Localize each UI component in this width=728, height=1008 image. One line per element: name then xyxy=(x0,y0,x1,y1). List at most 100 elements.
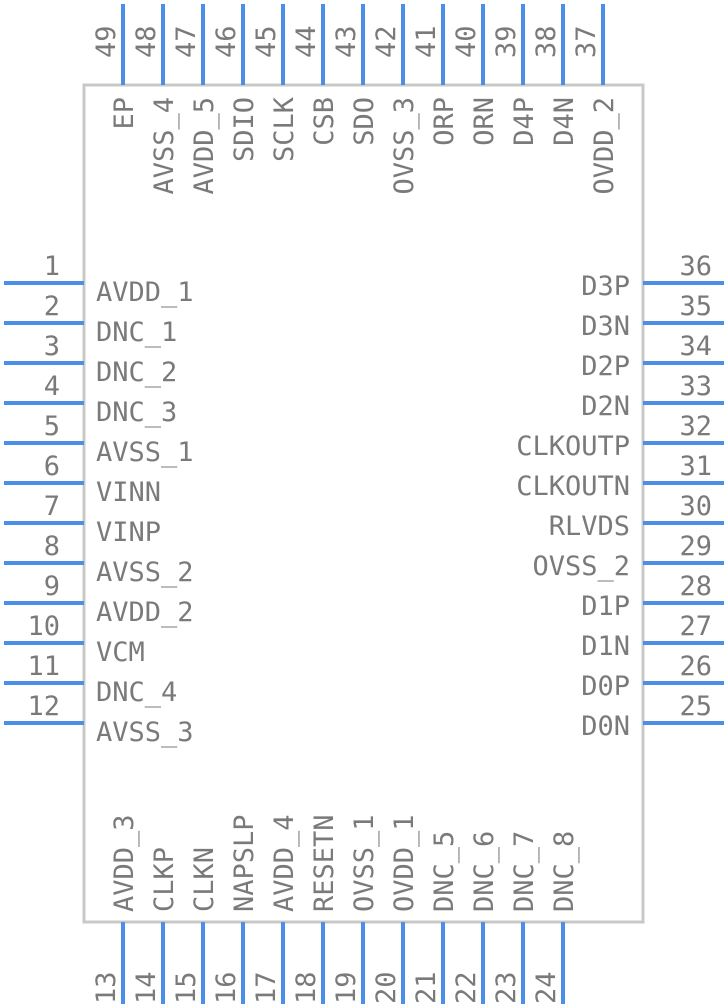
pin-number: 7 xyxy=(44,491,60,522)
pin-number: 28 xyxy=(679,571,712,602)
pin-name: D0N xyxy=(581,711,630,742)
pin-number: 35 xyxy=(679,291,712,322)
pin-name: OVSS_2 xyxy=(532,551,630,582)
pin-number: 42 xyxy=(371,25,402,58)
pin-name: DNC_2 xyxy=(96,357,177,388)
pin-name: D3P xyxy=(581,271,630,302)
pin-name: ORN xyxy=(469,97,500,146)
pin-number: 14 xyxy=(131,971,162,1004)
pin-number: 38 xyxy=(531,25,562,58)
pin-name: DNC_5 xyxy=(429,831,460,912)
pin-number: 23 xyxy=(491,971,522,1004)
pin-name: AVDD_2 xyxy=(96,597,194,628)
pin-number: 47 xyxy=(171,25,202,58)
pin-name: D4P xyxy=(509,97,540,146)
pin-name: SCLK xyxy=(269,96,300,162)
pin-number: 48 xyxy=(131,25,162,58)
pin-number: 33 xyxy=(679,371,712,402)
pin-name: DNC_7 xyxy=(509,831,540,912)
pin-name: CLKOUTP xyxy=(516,431,630,462)
pin-number: 30 xyxy=(679,491,712,522)
pin-number: 41 xyxy=(411,25,442,58)
ic-body xyxy=(82,83,645,924)
pin-name: EP xyxy=(109,97,140,130)
pin-number: 29 xyxy=(679,531,712,562)
pin-number: 31 xyxy=(679,451,712,482)
pin-number: 12 xyxy=(27,691,60,722)
pin-number: 1 xyxy=(44,251,60,282)
pin-name: AVDD_1 xyxy=(96,277,194,308)
pin-number: 37 xyxy=(571,25,602,58)
pin-number: 6 xyxy=(44,451,60,482)
pin-number: 18 xyxy=(291,971,322,1004)
pin-number: 40 xyxy=(451,25,482,58)
pin-name: AVDD_3 xyxy=(109,814,140,912)
pin-name: NAPSLP xyxy=(229,814,260,912)
pin-name: D1N xyxy=(581,631,630,662)
pin-name: OVDD_1 xyxy=(389,814,420,912)
pin-name: OVSS_3 xyxy=(389,97,420,195)
pin-number: 45 xyxy=(251,25,282,58)
pin-name: D2N xyxy=(581,391,630,422)
pin-number: 19 xyxy=(331,971,362,1004)
pin-number: 26 xyxy=(679,651,712,682)
pin-name: D1P xyxy=(581,591,630,622)
pin-number: 25 xyxy=(679,691,712,722)
pin-number: 4 xyxy=(44,371,60,402)
pin-name: AVSS_3 xyxy=(96,717,194,748)
pin-number: 8 xyxy=(44,531,60,562)
pin-number: 11 xyxy=(27,651,60,682)
pin-name: DNC_1 xyxy=(96,317,177,348)
pin-number: 22 xyxy=(451,971,482,1004)
pin-name: RESETN xyxy=(309,814,340,912)
pin-number: 13 xyxy=(91,971,122,1004)
pin-number: 46 xyxy=(211,25,242,58)
pin-number: 5 xyxy=(44,411,60,442)
pin-name: OVSS_1 xyxy=(349,814,380,912)
pin-number: 10 xyxy=(27,611,60,642)
pin-name: VINP xyxy=(96,517,161,548)
pin-name: D2P xyxy=(581,351,630,382)
pin-number: 27 xyxy=(679,611,712,642)
pin-name: DNC_8 xyxy=(549,831,580,912)
pin-number: 16 xyxy=(211,971,242,1004)
pin-number: 21 xyxy=(411,971,442,1004)
pin-name: VINN xyxy=(96,477,161,508)
pin-name: AVDD_5 xyxy=(189,97,220,195)
pin-name: AVSS_2 xyxy=(96,557,194,588)
pin-number: 44 xyxy=(291,25,322,58)
pin-name: CSB xyxy=(309,97,340,146)
pin-name: D3N xyxy=(581,311,630,342)
pin-name: D0P xyxy=(581,671,630,702)
pin-name: AVDD_4 xyxy=(269,814,300,912)
pin-name: AVSS_1 xyxy=(96,437,194,468)
pin-number: 20 xyxy=(371,971,402,1004)
pin-number: 43 xyxy=(331,25,362,58)
pin-name: OVDD_2 xyxy=(589,97,620,195)
pin-name: CLKOUTN xyxy=(516,471,630,502)
pin-number: 17 xyxy=(251,971,282,1004)
pin-number: 39 xyxy=(491,25,522,58)
pin-number: 2 xyxy=(44,291,60,322)
pin-number: 34 xyxy=(679,331,712,362)
pin-name: AVSS_4 xyxy=(149,97,180,195)
pin-number: 3 xyxy=(44,331,60,362)
pin-name: DNC_3 xyxy=(96,397,177,428)
pin-name: VCM xyxy=(96,637,145,668)
pin-number: 24 xyxy=(531,971,562,1004)
pin-name: D4N xyxy=(549,97,580,146)
pin-number: 49 xyxy=(91,25,122,58)
pin-name: SDO xyxy=(349,97,380,146)
pin-number: 36 xyxy=(679,251,712,282)
pin-name: RLVDS xyxy=(549,511,630,542)
pin-name: ORP xyxy=(429,97,460,146)
pin-name: CLKP xyxy=(149,847,180,912)
pin-name: CLKN xyxy=(189,847,220,912)
pin-number: 32 xyxy=(679,411,712,442)
pin-name: SDIO xyxy=(229,97,260,162)
pin-number: 9 xyxy=(44,571,60,602)
pin-number: 15 xyxy=(171,971,202,1004)
pin-name: DNC_4 xyxy=(96,677,177,708)
